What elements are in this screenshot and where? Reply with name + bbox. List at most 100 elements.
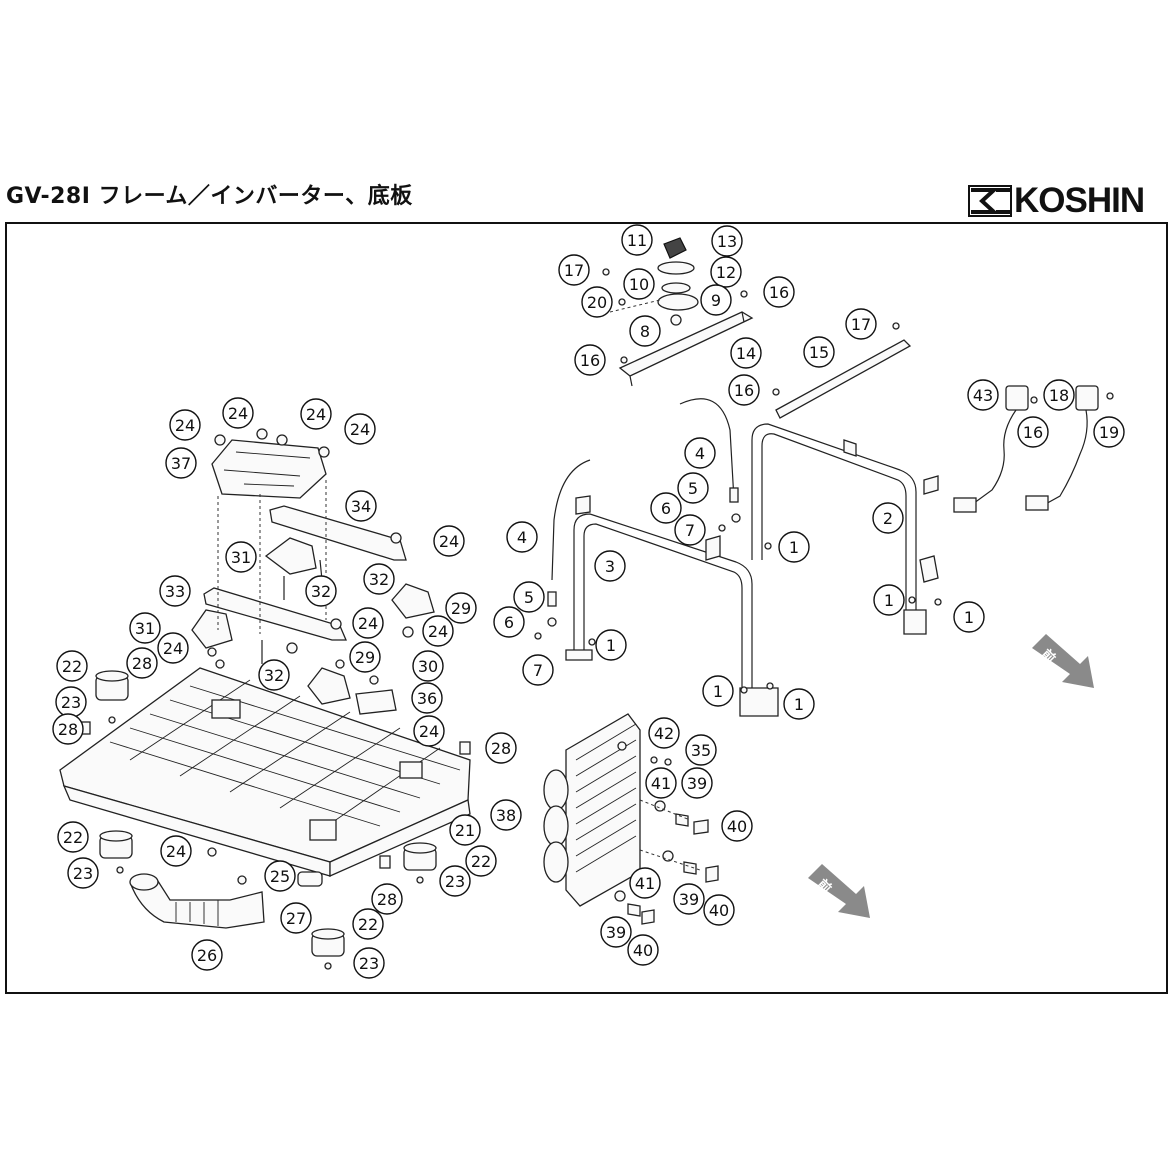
callout-15: 15 xyxy=(803,336,835,368)
callout-5: 5 xyxy=(513,581,545,613)
callout-12: 12 xyxy=(710,256,742,288)
callout-26: 26 xyxy=(191,939,223,971)
callout-40: 40 xyxy=(721,810,753,842)
callout-24: 24 xyxy=(222,397,254,429)
callout-8: 8 xyxy=(629,315,661,347)
cap-assembly xyxy=(602,237,748,326)
callout-14: 14 xyxy=(730,337,762,369)
callout-number: 28 xyxy=(58,720,78,739)
callout-number: 6 xyxy=(504,613,514,632)
callout-number: 43 xyxy=(973,386,993,405)
callout-number: 36 xyxy=(417,689,437,708)
callout-number: 16 xyxy=(734,381,754,400)
callout-13: 13 xyxy=(711,225,743,257)
callout-3: 3 xyxy=(594,550,626,582)
callout-42: 42 xyxy=(648,717,680,749)
callout-23: 23 xyxy=(55,686,87,718)
rail-15 xyxy=(772,322,912,419)
callout-number: 24 xyxy=(228,404,248,423)
callout-number: 24 xyxy=(428,622,448,641)
callout-number: 22 xyxy=(63,828,83,847)
bracket-34 xyxy=(269,505,407,561)
callout-number: 23 xyxy=(359,954,379,973)
callout-number: 16 xyxy=(580,351,600,370)
rail-14 xyxy=(618,311,754,387)
callout-22: 22 xyxy=(56,650,88,682)
callout-33: 33 xyxy=(159,575,191,607)
callout-number: 16 xyxy=(1023,423,1043,442)
brand-name: KOSHIN xyxy=(1014,181,1145,220)
callout-number: 40 xyxy=(727,817,747,836)
callout-16: 16 xyxy=(728,374,760,406)
callout-number: 28 xyxy=(132,654,152,673)
callout-number: 27 xyxy=(286,909,306,928)
callout-39: 39 xyxy=(673,883,705,915)
callout-32: 32 xyxy=(258,659,290,691)
callout-16: 16 xyxy=(574,344,606,376)
base-plate-21 xyxy=(59,667,471,877)
callout-18: 18 xyxy=(1043,379,1075,411)
callout-36: 36 xyxy=(411,682,443,714)
callout-31: 31 xyxy=(129,612,161,644)
callout-number: 23 xyxy=(73,864,93,883)
callout-number: 5 xyxy=(524,588,534,607)
callout-number: 32 xyxy=(264,666,284,685)
harness-18 xyxy=(1025,385,1114,511)
callout-number: 29 xyxy=(451,599,471,618)
callout-43: 43 xyxy=(967,379,999,411)
callout-number: 24 xyxy=(175,416,195,435)
callout-number: 11 xyxy=(627,231,647,250)
callout-25: 25 xyxy=(264,860,296,892)
callout-number: 24 xyxy=(439,532,459,551)
mount-31-upper xyxy=(264,537,323,600)
callout-number: 30 xyxy=(418,657,438,676)
callout-2: 2 xyxy=(872,502,904,534)
callout-number: 8 xyxy=(640,322,650,341)
callout-16: 16 xyxy=(763,276,795,308)
callout-16: 16 xyxy=(1017,416,1049,448)
callout-23: 23 xyxy=(439,865,471,897)
harness-43 xyxy=(953,385,1038,513)
callout-1: 1 xyxy=(595,629,627,661)
callout-number: 40 xyxy=(633,941,653,960)
callout-24: 24 xyxy=(422,615,454,647)
guard-37 xyxy=(211,428,330,499)
callout-6: 6 xyxy=(650,492,682,524)
callout-40: 40 xyxy=(627,934,659,966)
callout-number: 22 xyxy=(471,852,491,871)
callout-23: 23 xyxy=(353,947,385,979)
callout-28: 28 xyxy=(485,732,517,764)
callout-number: 24 xyxy=(358,614,378,633)
callout-number: 39 xyxy=(687,774,707,793)
brand-emblem-icon xyxy=(968,185,1012,217)
plug-27 xyxy=(297,871,323,887)
callout-number: 21 xyxy=(455,821,475,840)
front-direction-arrow-2: 前 xyxy=(808,864,870,918)
rubber-feet xyxy=(95,670,437,970)
callout-number: 7 xyxy=(533,661,543,680)
callout-number: 37 xyxy=(171,454,191,473)
callout-number: 31 xyxy=(231,548,251,567)
callout-28: 28 xyxy=(52,713,84,745)
callout-number: 29 xyxy=(355,648,375,667)
callout-39: 39 xyxy=(681,767,713,799)
callout-number: 41 xyxy=(651,774,671,793)
callout-number: 22 xyxy=(358,915,378,934)
callout-number: 17 xyxy=(851,315,871,334)
callout-6: 6 xyxy=(493,606,525,638)
callout-7: 7 xyxy=(674,514,706,546)
callout-7: 7 xyxy=(522,654,554,686)
callout-20: 20 xyxy=(581,286,613,318)
callout-number: 16 xyxy=(769,283,789,302)
callout-24: 24 xyxy=(352,607,384,639)
callout-number: 39 xyxy=(679,890,699,909)
callout-11: 11 xyxy=(621,224,653,256)
callout-35: 35 xyxy=(685,734,717,766)
callout-24: 24 xyxy=(433,525,465,557)
callout-number: 24 xyxy=(419,722,439,741)
callout-28: 28 xyxy=(126,647,158,679)
callout-number: 19 xyxy=(1099,423,1119,442)
callout-number: 10 xyxy=(629,275,649,294)
